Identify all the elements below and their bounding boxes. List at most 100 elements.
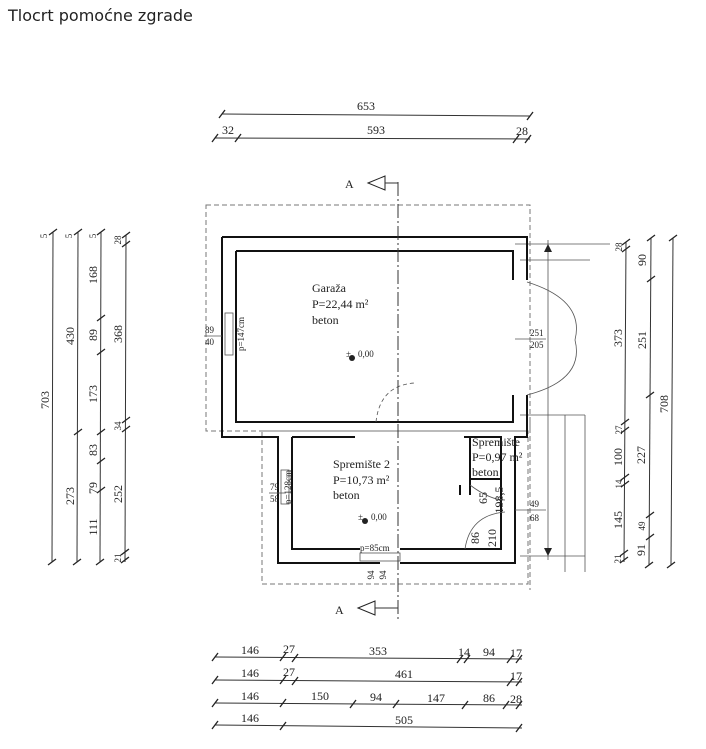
dim-label: 27 xyxy=(614,425,624,435)
dim-label: 145 xyxy=(611,511,625,529)
opening-dim: 205 xyxy=(530,340,544,350)
room-storage-2: Spremište 2 P=10,73 m² beton ± 0,00 xyxy=(333,457,390,524)
dim-label: 27 xyxy=(283,642,295,656)
opening-dim: 40 xyxy=(205,337,215,347)
opening-dim: 79 xyxy=(270,482,280,492)
dim-label: 90 xyxy=(635,254,649,266)
room-floor: beton xyxy=(472,465,499,479)
opening-dim: 89 xyxy=(205,325,215,335)
opening-dim: p=128cm xyxy=(283,470,293,504)
dim-label: 5 xyxy=(39,233,49,238)
dim-label: 86 xyxy=(483,691,495,705)
page-title: Tlocrt pomoćne zgrade xyxy=(8,6,193,25)
room-area: P=10,73 m² xyxy=(333,473,390,487)
level-marker-icon: ± xyxy=(346,349,351,359)
dim-label: 461 xyxy=(395,667,413,681)
opening-dim: 49 xyxy=(530,499,540,509)
bottom-dimensions: 146 27 353 14 94 17 146 27 461 17 146 15… xyxy=(211,642,523,733)
room-garage: Garaža P=22,44 m² beton ± 0,00 xyxy=(312,281,374,361)
section-line: A A xyxy=(335,175,399,620)
opening-labels: 89 40 p=147cm 79 58 p=128cm p=85cm 94 94… xyxy=(204,317,546,580)
level-marker-icon xyxy=(362,518,368,524)
doors xyxy=(375,281,577,550)
opening-dim: 94 xyxy=(366,570,376,580)
dim-label: 28 xyxy=(614,242,624,252)
level-marker-icon: ± xyxy=(358,512,363,522)
dim-label: 505 xyxy=(395,713,413,727)
dim-label: 100 xyxy=(611,448,625,466)
dim-label: 5 xyxy=(88,233,98,238)
opening-dim: 210 xyxy=(485,529,499,547)
walls xyxy=(221,236,528,564)
dim-total-width: 653 xyxy=(357,99,375,113)
dim-label: 173 xyxy=(86,385,100,403)
dim-label: 147 xyxy=(427,691,445,705)
dim-label: 14 xyxy=(458,645,470,659)
opening-dim: 68 xyxy=(530,513,540,523)
dim-label: 273 xyxy=(63,487,77,505)
opening-dim: 65 xyxy=(476,492,490,504)
room-name: Spremište 2 xyxy=(333,457,390,471)
room-name: Garaža xyxy=(312,281,347,295)
dim-label: 91 xyxy=(634,544,648,556)
level-value: 0,00 xyxy=(358,349,374,359)
opening-dim: 58 xyxy=(270,494,280,504)
room-name: Spremište xyxy=(472,435,520,449)
dim-label: 94 xyxy=(370,690,382,704)
section-label-top: A xyxy=(345,177,354,191)
dim-label: 89 xyxy=(86,329,100,341)
dim-label: 146 xyxy=(241,689,259,703)
dim-label: 251 xyxy=(635,331,649,349)
dim-label: 168 xyxy=(86,266,100,284)
dim-label: 27 xyxy=(283,665,295,679)
dim-label: 111 xyxy=(86,518,100,535)
dim-label: 28 xyxy=(113,235,123,245)
dim-label: 34 xyxy=(113,421,123,431)
dim-label: 21 xyxy=(113,554,123,563)
level-value: 0,00 xyxy=(371,512,387,522)
room-floor: beton xyxy=(312,313,339,327)
dim-label: 83 xyxy=(86,444,100,456)
dim-label: 703 xyxy=(38,391,52,409)
dim-label: 227 xyxy=(634,446,648,464)
dim-label: 94 xyxy=(483,645,495,659)
room-area: P=22,44 m² xyxy=(312,297,369,311)
dim-label: 79 xyxy=(86,482,100,494)
opening-dim: p=147cm xyxy=(236,317,246,351)
left-dimensions: 703 5 430 5 273 5 168 89 173 83 79 111 2… xyxy=(38,228,131,566)
dim-label: 17 xyxy=(510,669,522,683)
dim-label: 146 xyxy=(241,666,259,680)
opening-dim: 198,5 xyxy=(492,487,506,514)
right-dimensions: 28 373 27 100 14 145 21 90 251 227 49 91… xyxy=(515,234,678,569)
room-area: P=0,97 m² xyxy=(472,450,523,464)
dim-label: 32 xyxy=(222,123,234,137)
dim-label: 28 xyxy=(510,692,522,706)
terrace-lines xyxy=(520,240,590,590)
dim-label: 593 xyxy=(367,123,385,137)
dim-label: 146 xyxy=(241,643,259,657)
room-storage: Spremište P=0,97 m² beton xyxy=(472,435,523,479)
opening-dim: p=85cm xyxy=(360,543,390,553)
opening-dim: 86 xyxy=(468,532,482,544)
opening-dim: 251 xyxy=(530,328,544,338)
dim-label: 21 xyxy=(613,555,623,564)
dim-label: 17 xyxy=(510,646,522,660)
dim-label: 252 xyxy=(111,485,125,503)
section-label-bottom: A xyxy=(335,603,344,617)
dim-label: 49 xyxy=(637,521,647,531)
dim-label: 5 xyxy=(64,233,74,238)
opening-dim: 94 xyxy=(378,570,388,580)
dim-label: 430 xyxy=(63,327,77,345)
level-marker-icon xyxy=(349,355,355,361)
dim-label: 28 xyxy=(516,124,528,138)
dim-label: 368 xyxy=(111,325,125,343)
room-floor: beton xyxy=(333,488,360,502)
dim-label: 708 xyxy=(657,395,671,413)
dim-label: 373 xyxy=(611,329,625,347)
dim-label: 146 xyxy=(241,711,259,725)
dim-label: 150 xyxy=(311,689,329,703)
dim-label: 14 xyxy=(614,479,624,489)
dim-label: 353 xyxy=(369,644,387,658)
roof-outline xyxy=(205,204,531,585)
